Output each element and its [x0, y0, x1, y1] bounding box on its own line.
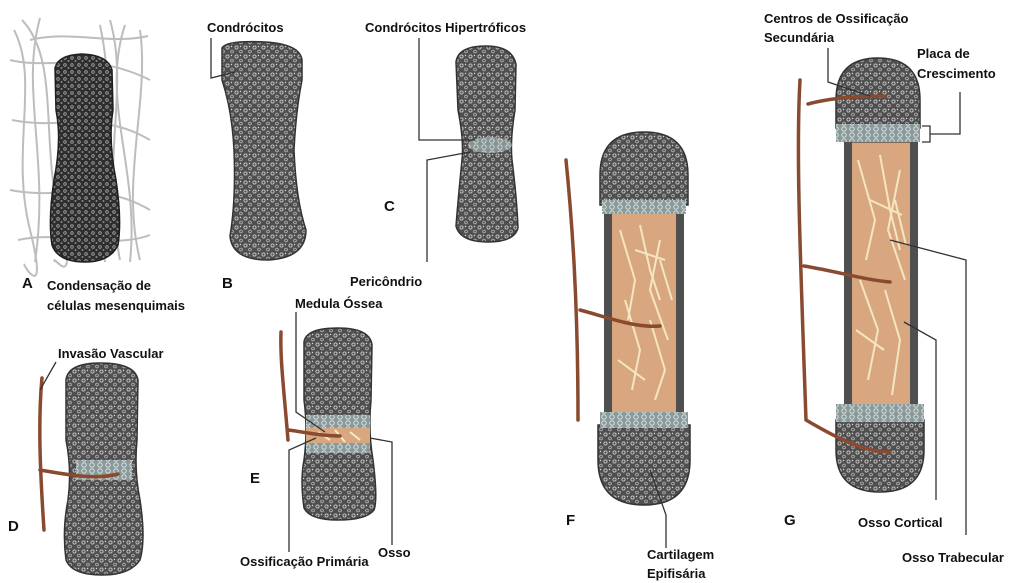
stage-letter-a: A: [22, 275, 33, 292]
label-bone-marrow: Medula Óssea: [295, 295, 382, 312]
label-growth-plate-line2: Crescimento: [917, 65, 996, 82]
growth-plate-bracket: [922, 92, 960, 142]
epiphysis-lower-f: [598, 425, 690, 505]
label-secondary-centers-line1: Centros de Ossificação: [764, 10, 909, 27]
growth-plate-upper-g: [836, 124, 920, 142]
epiphysis-lower-g: [836, 420, 924, 492]
growth-zone-lower-f: [600, 412, 688, 428]
stage-letter-g: G: [784, 512, 796, 529]
caption-condensation-line2: células mesenquimais: [47, 297, 185, 314]
label-growth-plate-line1: Placa de: [917, 45, 970, 62]
cartilage-model-b: [222, 42, 306, 260]
label-cortical-bone: Osso Cortical: [858, 514, 943, 531]
growth-zone-upper-f: [602, 200, 686, 214]
label-chondrocytes: Condrócitos: [207, 19, 284, 36]
stage-letter-e: E: [250, 470, 260, 487]
label-trabecular-bone: Osso Trabecular: [902, 549, 1004, 566]
leader-vascular: [40, 362, 56, 390]
caption-condensation-line1: Condensação de: [47, 277, 151, 294]
stage-letter-b: B: [222, 275, 233, 292]
label-vascular-invasion: Invasão Vascular: [58, 345, 164, 362]
hypertrophic-band-upper-e: [306, 415, 370, 429]
periosteum-left-f: [604, 210, 612, 418]
label-primary-ossification: Ossificação Primária: [240, 553, 369, 570]
label-perichondrium: Pericôndrio: [350, 273, 422, 290]
epiphysis-upper-g: [836, 58, 920, 128]
stage-letter-c: C: [384, 198, 395, 215]
label-hypertrophic-chondrocytes: Condrócitos Hipertróficos: [365, 19, 526, 36]
mesenchymal-condensation: [50, 54, 119, 262]
label-bone: Osso: [378, 544, 411, 561]
hypertrophic-band-lower-e: [306, 443, 370, 453]
periosteum-right-f: [676, 210, 684, 418]
label-cartilage-line2: Epifisária: [647, 565, 706, 582]
growth-plate-lower-g: [836, 404, 924, 422]
label-secondary-centers-line2: Secundária: [764, 29, 834, 46]
cortical-right-g: [910, 142, 918, 408]
label-cartilage-line1: Cartilagem: [647, 546, 714, 563]
stage-letter-f: F: [566, 512, 575, 529]
epiphysis-upper-f: [600, 132, 688, 205]
stage-letter-d: D: [8, 518, 19, 535]
